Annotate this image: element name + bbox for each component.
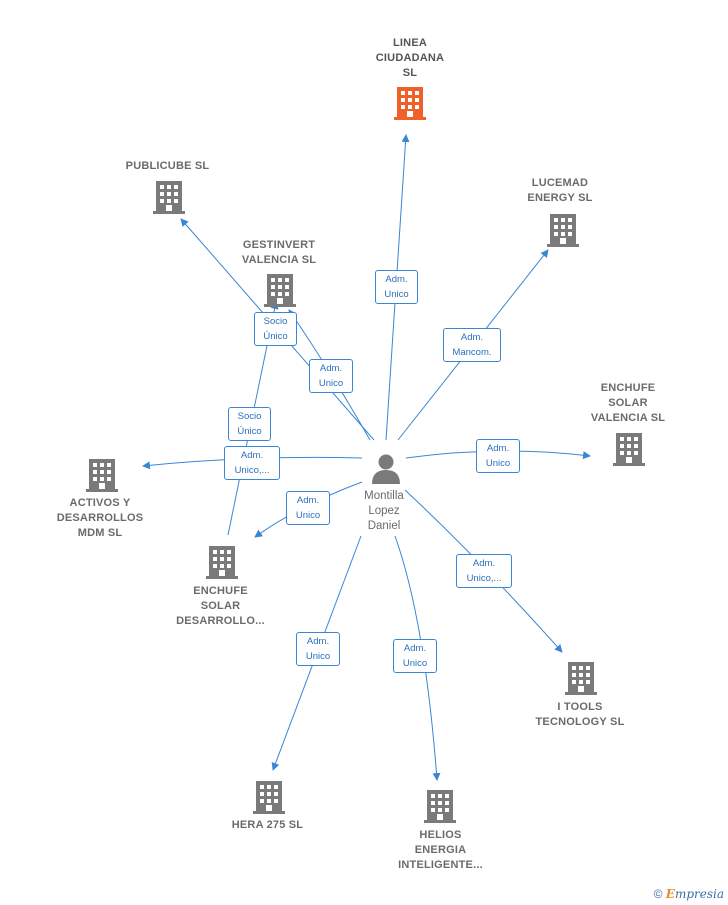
edge-label-enchufe-desarrollo[interactable]: Adm. Unico bbox=[286, 491, 330, 525]
copyright-symbol: © bbox=[653, 887, 663, 901]
person-icon[interactable] bbox=[372, 454, 400, 485]
building-icon-helios[interactable] bbox=[424, 790, 456, 823]
edge-label-linea[interactable]: Adm. Unico bbox=[375, 270, 418, 304]
edge-label-publicube[interactable]: Socio Único bbox=[254, 312, 297, 346]
company-label-i-tools[interactable]: I TOOLS TECNOLOGY SL bbox=[535, 701, 625, 728]
company-label-gestinvert[interactable]: GESTINVERT VALENCIA SL bbox=[241, 239, 317, 266]
edge-label-lucemad[interactable]: Adm. Mancom. bbox=[443, 328, 501, 362]
building-icon-enchufe_desarrollo[interactable] bbox=[206, 546, 238, 579]
building-icon-itools[interactable] bbox=[565, 662, 597, 695]
company-label-enchufe-solar-desarrollo[interactable]: ENCHUFE SOLAR DESARROLLO... bbox=[176, 585, 265, 627]
building-icon-linea[interactable] bbox=[394, 87, 426, 120]
building-icon-lucemad[interactable] bbox=[547, 214, 579, 247]
edge-label-itools[interactable]: Adm. Unico,... bbox=[456, 554, 512, 588]
edge-label-gestinvert-socio[interactable]: Socio Único bbox=[228, 407, 271, 441]
building-icon-publicube[interactable] bbox=[153, 181, 185, 214]
company-label-lucemad[interactable]: LUCEMAD ENERGY SL bbox=[527, 177, 593, 204]
edge-label-helios[interactable]: Adm. Unico bbox=[393, 639, 437, 673]
building-icon-activos[interactable] bbox=[86, 459, 118, 492]
company-label-activos-desarrollos[interactable]: ACTIVOS Y DESARROLLOS MDM SL bbox=[56, 497, 144, 539]
edge-label-hera[interactable]: Adm. Unico bbox=[296, 632, 340, 666]
empresia-logo: © Empresia bbox=[654, 887, 724, 901]
company-label-helios[interactable]: HELIOS ENERGIA INTELIGENTE... bbox=[398, 829, 483, 871]
brand-name: Empresia bbox=[665, 887, 724, 901]
edge-label-activos[interactable]: Adm. Unico,... bbox=[224, 446, 280, 480]
company-label-hera[interactable]: HERA 275 SL bbox=[231, 819, 304, 831]
edge-label-gestinvert-adm[interactable]: Adm. Unico bbox=[309, 359, 353, 393]
building-icon-gestinvert[interactable] bbox=[264, 274, 296, 307]
company-label-publicube[interactable]: PUBLICUBE SL bbox=[125, 160, 210, 172]
company-label-linea-ciudadana[interactable]: LINEA CIUDADANA SL bbox=[375, 37, 445, 79]
edge-label-enchufe-valencia[interactable]: Adm. Unico bbox=[476, 439, 520, 473]
building-icon-hera[interactable] bbox=[253, 781, 285, 814]
company-label-enchufe-solar-valencia[interactable]: ENCHUFE SOLAR VALENCIA SL bbox=[590, 382, 666, 424]
person-name[interactable]: Montilla Lopez Daniel bbox=[364, 490, 404, 532]
building-icon-enchufe_valencia[interactable] bbox=[613, 433, 645, 466]
